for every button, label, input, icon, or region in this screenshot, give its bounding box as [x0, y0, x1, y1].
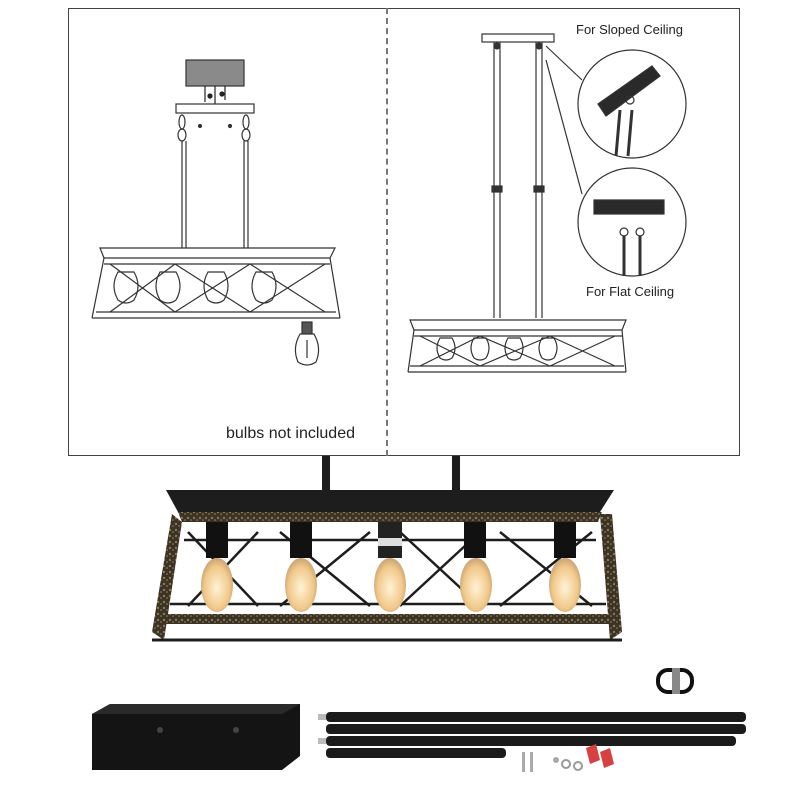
sloped-ceiling-detail [577, 49, 687, 159]
socket-and-bulb-2 [285, 522, 317, 612]
wire-nut-icon [600, 748, 614, 768]
fixture-top-rail [99, 247, 336, 259]
hanging-rod [326, 712, 746, 722]
flat-ceiling-detail [577, 167, 687, 277]
fixture-top-canopy [166, 490, 614, 512]
socket-and-bulb-5 [549, 522, 581, 612]
canopy-plate [481, 33, 555, 43]
bulbs-not-included-note: bulbs not included [226, 425, 355, 442]
socket-and-bulb-1 [201, 522, 233, 612]
canopy-plate [175, 103, 255, 114]
hanging-rod [326, 736, 736, 746]
screw-icon [197, 123, 203, 129]
ceiling-junction-box [185, 59, 245, 87]
fixture-cage [407, 329, 627, 373]
fixture-top-rail [409, 319, 627, 331]
screw-icon [227, 123, 233, 129]
flat-ceiling-label: For Flat Ceiling [586, 284, 675, 299]
right-install-diagram [407, 33, 687, 373]
fixture-bulbs [436, 337, 558, 361]
chain-right [241, 114, 251, 250]
mounting-hardware [204, 86, 226, 104]
socket-and-bulb-3 [374, 522, 406, 612]
left-install-diagram [91, 59, 341, 366]
fixture-cage [91, 257, 341, 319]
panel-divider [386, 8, 388, 456]
hanging-rod [326, 748, 506, 758]
hanging-rod [326, 724, 746, 734]
included-parts [92, 668, 746, 772]
fixture-bulbs [113, 271, 277, 304]
bulb-icon [294, 321, 320, 366]
ceiling-canopy [92, 704, 300, 770]
hanging-rods [491, 42, 545, 318]
socket-and-bulb-4 [460, 522, 492, 612]
screw-set [522, 752, 583, 772]
chain-left [177, 114, 187, 250]
product-photo-fixture [152, 456, 622, 642]
wire-nut-icon [586, 744, 600, 764]
sloped-ceiling-label: For Sloped Ceiling [576, 22, 683, 37]
